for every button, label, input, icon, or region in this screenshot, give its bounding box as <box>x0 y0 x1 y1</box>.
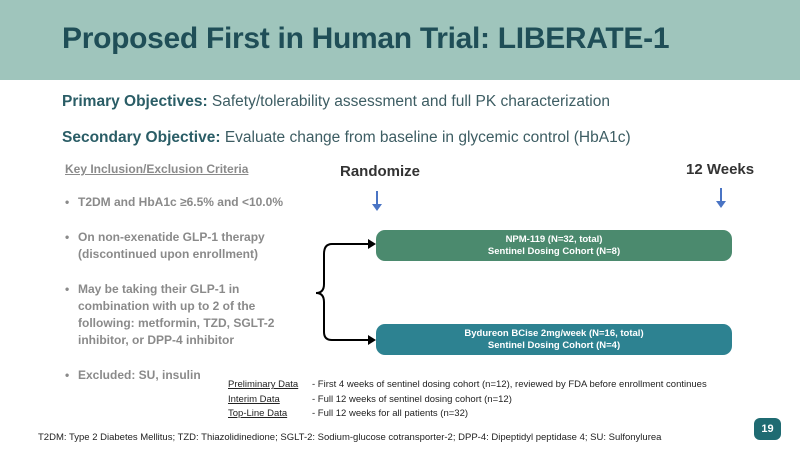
criteria-item: On non-exenatide GLP-1 therapy (disconti… <box>65 229 285 263</box>
arm-title: NPM-119 (N=32, total) <box>505 233 603 245</box>
twelve-weeks-label: 12 Weeks <box>686 161 755 178</box>
primary-objective-text: Safety/tolerability assessment and full … <box>207 93 610 110</box>
data-readout-row: Preliminary Data - First 4 weeks of sent… <box>228 378 707 393</box>
header-band <box>0 0 800 80</box>
data-term: Top-Line Data <box>228 408 288 419</box>
abbreviations-footnote: T2DM: Type 2 Diabetes Mellitus; TZD: Thi… <box>38 432 662 443</box>
criteria-heading: Key Inclusion/Exclusion Criteria <box>65 162 249 176</box>
data-term: Preliminary Data <box>228 379 299 390</box>
criteria-item: May be taking their GLP-1 in combination… <box>65 281 290 349</box>
arm-cohort: Sentinel Dosing Cohort (N=8) <box>487 245 621 257</box>
criteria-list: Key Inclusion/Exclusion Criteria T2DM an… <box>65 162 325 402</box>
arm-bydureon: Bydureon BCise 2mg/week (N=16, total) Se… <box>376 324 732 355</box>
criteria-item: T2DM and HbA1c ≥6.5% and <10.0% <box>65 194 325 211</box>
down-arrow-icon <box>716 188 726 208</box>
randomization-bracket-icon <box>315 239 376 345</box>
data-desc: - Full 12 weeks of sentinel dosing cohor… <box>312 393 512 405</box>
data-desc: - First 4 weeks of sentinel dosing cohor… <box>312 379 707 390</box>
primary-objective: Primary Objectives: Safety/tolerability … <box>62 93 610 111</box>
data-readouts: Preliminary Data - First 4 weeks of sent… <box>228 378 707 422</box>
secondary-objective-label: Secondary Objective: <box>62 129 221 146</box>
arm-title: Bydureon BCise 2mg/week (N=16, total) <box>464 327 644 339</box>
primary-objective-label: Primary Objectives: <box>62 93 208 110</box>
data-readout-row: Interim Data - Full 12 weeks of sentinel… <box>228 393 707 408</box>
data-desc: - Full 12 weeks for all patients (n=32) <box>312 408 469 419</box>
secondary-objective-text: Evaluate change from baseline in glycemi… <box>220 129 631 146</box>
secondary-objective: Secondary Objective: Evaluate change fro… <box>62 129 631 147</box>
page-number-badge: 19 <box>754 418 781 440</box>
criteria-item: Excluded: SU, insulin <box>65 367 325 384</box>
data-readout-row: Top-Line Data - Full 12 weeks for all pa… <box>228 407 707 422</box>
slide-title: Proposed First in Human Trial: LIBERATE-… <box>62 22 670 55</box>
down-arrow-icon <box>372 191 382 211</box>
arm-npm-119: NPM-119 (N=32, total) Sentinel Dosing Co… <box>376 230 732 261</box>
randomize-label: Randomize <box>340 163 421 180</box>
arm-cohort: Sentinel Dosing Cohort (N=4) <box>487 339 621 351</box>
data-term: Interim Data <box>228 393 280 405</box>
